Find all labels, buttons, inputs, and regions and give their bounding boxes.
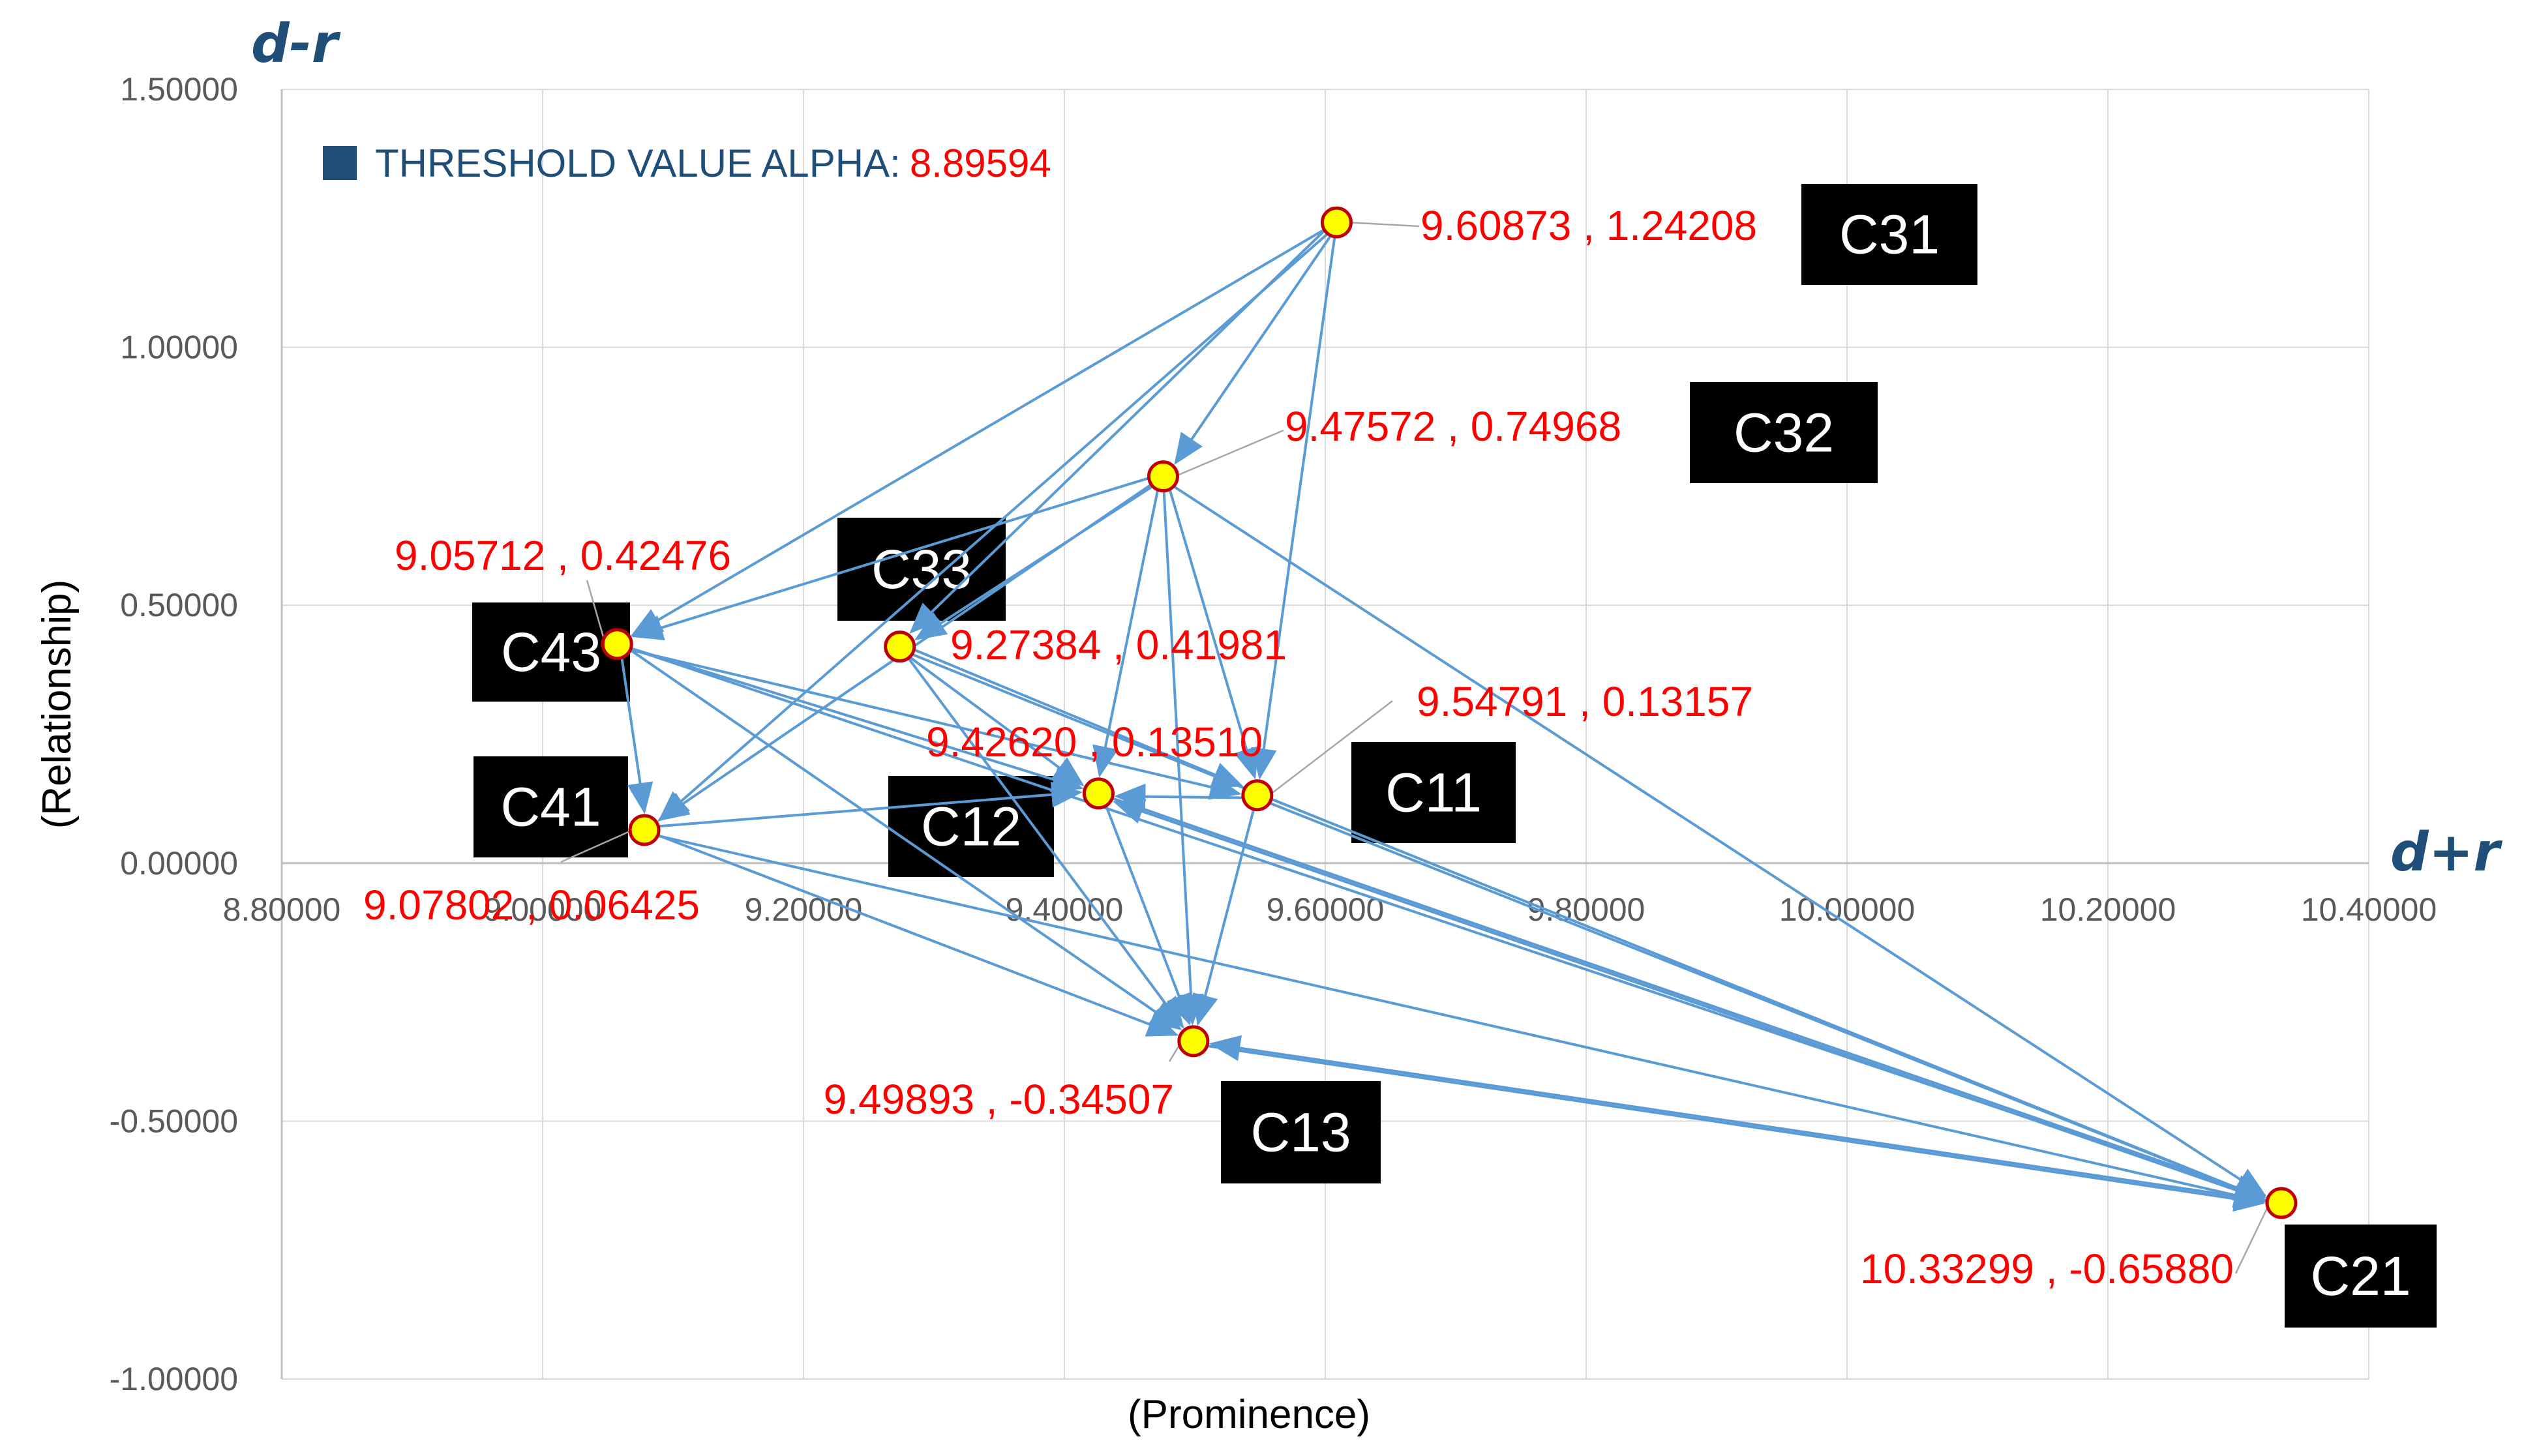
edge-c43-to-c11: [630, 648, 1242, 800]
edge-c43-to-c12: [630, 647, 1084, 792]
edge-c12-to-c13: [1105, 805, 1192, 1026]
x-tick-label: 9.00000: [484, 891, 602, 928]
factor-box-c21: [2285, 1225, 2437, 1328]
edge-c31-to-c32: [1174, 235, 1332, 466]
y-tick-label: -0.50000: [110, 1103, 238, 1139]
label-leader-lines: [560, 221, 2271, 1274]
factor-name-c21: C21: [2310, 1245, 2411, 1307]
edge-c43-to-c13: [629, 649, 1182, 1030]
edge-c33-to-c12: [909, 656, 1085, 786]
edge-c32-to-c21: [1173, 485, 2267, 1197]
y-tick-label: 0.00000: [120, 845, 238, 882]
point-c41: [628, 814, 661, 846]
y-tick-label: 1.50000: [120, 71, 238, 108]
edge-c11-to-c12: [1114, 783, 1243, 810]
point-label-c43: 9.05712 , 0.42476: [395, 532, 731, 579]
y-axis-title: (Relationship): [35, 580, 80, 829]
x-axis-name: d+r: [2390, 822, 2502, 884]
point-label-c13: 9.49893 , -0.34507: [824, 1076, 1174, 1123]
point-label-c32: 9.47572 , 0.74968: [1285, 403, 1621, 450]
data-points: [601, 206, 2298, 1219]
y-tick-label: 1.00000: [120, 329, 238, 366]
point-label-c11: 9.54791 , 0.13157: [1417, 678, 1753, 725]
edge-c21-to-c13: [1209, 1035, 2268, 1202]
legend-threshold-value: 8.89594: [909, 141, 1051, 185]
edge-c41-to-c12: [658, 781, 1083, 828]
edge-c32-to-c12: [1092, 490, 1160, 778]
legend: THRESHOLD VALUE ALPHA: 8.89594: [323, 137, 1051, 189]
edge-c31-to-c11: [1250, 236, 1336, 780]
leader-line-c21: [2234, 1202, 2271, 1274]
legend-swatch: [323, 146, 357, 180]
edge-c32-to-c13: [1162, 490, 1204, 1026]
point-value-labels: 9.60873 , 1.24208 9.47572 , 0.74968 9.0571…: [363, 202, 2234, 1292]
y-tick-labels: 1.50000 1.00000 0.50000 0.00000 -0.50000 -1.0…: [110, 71, 238, 1397]
edge-c43-to-c41: [620, 657, 654, 814]
edge-c32-to-c11: [1168, 489, 1259, 780]
factor-name-c43: C43: [501, 621, 601, 683]
factor-name-c41: C41: [500, 777, 601, 838]
leader-line-c43: [586, 580, 607, 645]
factor-name-c11: C11: [1385, 762, 1482, 824]
edge-c41-to-c13: [657, 833, 1179, 1037]
point-c32: [1147, 460, 1179, 493]
point-c11: [1241, 779, 1274, 812]
legend-label: THRESHOLD VALUE ALPHA:: [375, 141, 901, 185]
point-label-c21: 10.33299 , -0.65880: [1860, 1245, 2234, 1292]
leader-line-c41: [560, 829, 633, 863]
edge-c33-to-c11: [913, 648, 1244, 788]
point-c33: [884, 631, 916, 663]
x-axis-title: (Prominence): [1128, 1392, 1370, 1437]
point-label-c33: 9.27384 , 0.41981: [950, 621, 1287, 668]
factor-name-c12: C12: [921, 796, 1021, 857]
x-tick-label: 8.80000: [223, 891, 341, 928]
edge-c32-to-c43: [631, 477, 1149, 640]
edge-c11-to-c21: [1269, 801, 2266, 1200]
point-label-c31: 9.60873 , 1.24208: [1420, 202, 1757, 249]
edge-c21-to-c12: [1112, 799, 2268, 1202]
y-tick-label: 0.50000: [120, 587, 238, 623]
point-c12: [1082, 777, 1115, 810]
point-c43: [601, 628, 633, 661]
factor-box-c13: [1221, 1081, 1381, 1183]
factor-box-c31: [1801, 184, 1977, 285]
point-label-c41: 9.07802 , 0.06425: [363, 882, 700, 929]
factor-box-c11: [1351, 742, 1516, 843]
factor-name-c13: C13: [1250, 1102, 1351, 1163]
edge-c12-to-c21: [1111, 797, 2267, 1200]
factor-name-c32: C32: [1734, 402, 1834, 464]
factor-box-c12: [888, 776, 1054, 877]
edge-c41-to-c21: [657, 834, 2266, 1208]
leader-line-c31: [1348, 221, 1420, 228]
x-tick-label: 10.40000: [2301, 891, 2437, 928]
edge-c13-to-c21: [1207, 1045, 2266, 1212]
x-tick-label: 10.00000: [1779, 891, 1916, 928]
point-label-c12: 9.42620 , 0.13510: [926, 719, 1263, 765]
point-c13: [1177, 1025, 1210, 1058]
x-tick-label: 9.20000: [745, 891, 863, 928]
axes: [280, 89, 2369, 1379]
x-tick-label: 9.60000: [1267, 891, 1385, 928]
leader-line-c32: [1174, 429, 1284, 477]
point-c21: [2265, 1187, 2298, 1219]
y-tick-label: -1.00000: [110, 1361, 238, 1397]
factor-name-c31: C31: [1839, 204, 1940, 265]
x-tick-label: 10.20000: [2040, 891, 2176, 928]
y-axis-name: d-r: [251, 13, 341, 75]
gridlines: [281, 89, 2369, 1380]
factor-box-c41: [473, 756, 628, 857]
point-c31: [1320, 206, 1353, 239]
factor-box-c32: [1690, 382, 1878, 483]
edge-c31-to-c43: [630, 228, 1325, 636]
edge-c33-to-c13: [907, 657, 1184, 1029]
leader-line-c11: [1269, 700, 1393, 796]
influence-arrows: [620, 228, 2268, 1212]
